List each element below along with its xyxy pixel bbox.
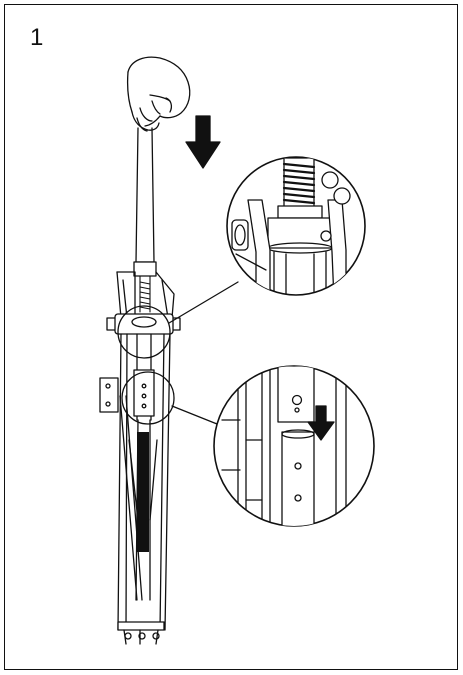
arrow-down-icon <box>307 405 335 441</box>
instruction-panel <box>4 4 458 670</box>
upper-pole <box>133 127 157 277</box>
callout-marker-bottom <box>121 371 175 425</box>
detail-view-threaded-insert <box>226 156 366 296</box>
leader-line-top <box>168 281 239 324</box>
callout-marker-top <box>117 305 171 359</box>
arrow-down-icon <box>185 115 221 169</box>
step-number: 1 <box>30 24 44 51</box>
leader-line-bottom <box>171 405 223 427</box>
hand-icon <box>126 56 191 132</box>
stand-frame <box>99 271 181 645</box>
detail-view-tube-insertion <box>213 365 375 527</box>
